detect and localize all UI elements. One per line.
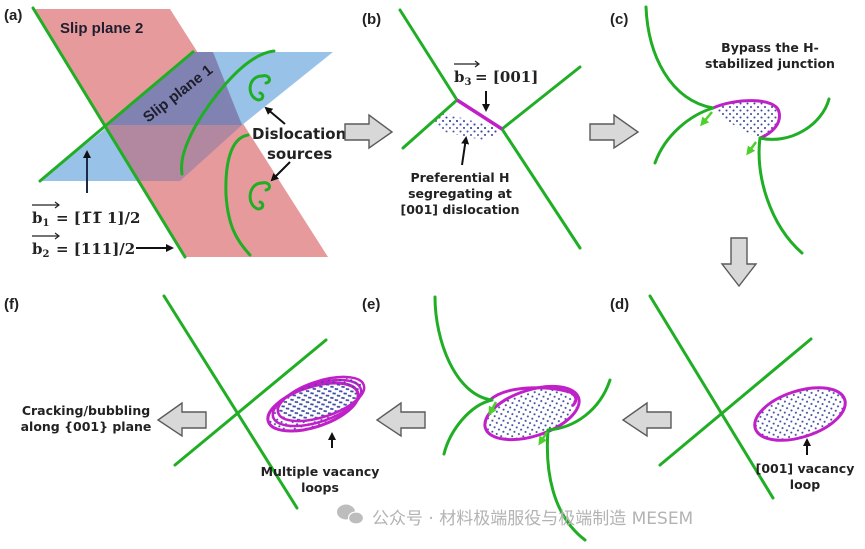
burgers-vector-b2: b2 = [111]/2 bbox=[32, 232, 135, 260]
bypass-label-1: Bypass the H- bbox=[721, 40, 819, 55]
panel-label-d: (d) bbox=[610, 296, 629, 313]
dislocation-upper-right bbox=[546, 378, 612, 432]
slip-plane-2-label: Slip plane 2 bbox=[60, 20, 143, 37]
dislocation-arc bbox=[224, 133, 252, 257]
flow-arrow-down-c-d bbox=[720, 237, 758, 288]
dislocation-line-1 bbox=[162, 294, 299, 510]
h-segregation-label-3: [001] dislocation bbox=[400, 202, 519, 217]
hydrogen-cloud-fill bbox=[432, 112, 502, 140]
cracking-label-1: Cracking/bubbling bbox=[22, 403, 150, 418]
dislocation-lower-right bbox=[757, 136, 804, 255]
panel-label-b: (b) bbox=[362, 11, 381, 28]
flow-arrow-left-e-f bbox=[375, 401, 426, 438]
vector-arrowhead-b2 bbox=[54, 232, 60, 240]
watermark-text: 公众号 · 材料极端服役与极端制造 MESEM bbox=[372, 509, 693, 529]
junction-001-dislocation bbox=[456, 98, 503, 131]
panel-c: (c) Bypass the H- stabilized junction bbox=[610, 5, 835, 255]
motion-arrow-left bbox=[488, 401, 498, 416]
flow-arrow-left-d-e bbox=[621, 401, 672, 438]
wechat-bubble-small bbox=[347, 511, 365, 525]
b2-symbol: b2 bbox=[32, 240, 50, 260]
dislocation-upper-left bbox=[644, 5, 715, 110]
b1-symbol: b1 bbox=[32, 209, 49, 229]
junction-bow bbox=[712, 99, 781, 140]
b2-value: = [111]/2 bbox=[56, 240, 135, 258]
dislocation-upper-left bbox=[433, 295, 494, 402]
bypass-label-2: stabilized junction bbox=[705, 56, 835, 71]
vacancy-loop-3 bbox=[276, 375, 366, 423]
motion-arrow-left bbox=[700, 111, 713, 127]
dislocation-line-2 bbox=[173, 338, 328, 467]
dislocation-sources-label-2: sources bbox=[267, 145, 332, 163]
motion-arrow-right bbox=[538, 431, 549, 446]
h-segregation-label-1: Preferential H bbox=[410, 170, 509, 185]
watermark: 公众号 · 材料极端服役与极端制造 MESEM bbox=[337, 504, 693, 529]
dislocation-upper-right bbox=[758, 97, 831, 141]
dislocation-line-1 bbox=[648, 294, 775, 500]
pointer-arrow-h-segregation bbox=[461, 136, 470, 166]
panel-label-f: (f) bbox=[4, 296, 19, 313]
vacancy-loop-label-2: loop bbox=[790, 477, 820, 492]
panel-b: (b) b3 = [001] Preferential H segregatin… bbox=[362, 8, 582, 250]
spiral-curl-upper bbox=[260, 74, 271, 85]
vector-arrowhead-b1 bbox=[54, 201, 60, 209]
panel-e: (e) bbox=[362, 295, 612, 542]
dislocation-lower-right bbox=[545, 428, 587, 542]
dislocation-source-spiral-upper bbox=[248, 74, 265, 102]
panel-label-a: (a) bbox=[4, 7, 22, 24]
vacancy-loop bbox=[753, 386, 847, 442]
panel-label-e: (e) bbox=[362, 296, 380, 313]
dislocation-sources-label-1: Dislocation bbox=[252, 125, 346, 143]
dislocation-line-upper-left bbox=[398, 8, 459, 102]
dislocation-line-upper-right bbox=[500, 65, 582, 131]
spiral-curl-lower bbox=[260, 181, 271, 192]
b3-value: = [001] bbox=[475, 68, 538, 86]
dislocation-curve bbox=[180, 49, 276, 176]
dislocation-line-lower-right bbox=[500, 127, 582, 250]
dislocation-line-2 bbox=[658, 337, 813, 467]
burgers-vector-b1: b1 = [1̅1̅ 1]/2 bbox=[32, 201, 140, 229]
multiple-loops-label-1: Multiple vacancy bbox=[261, 464, 380, 479]
vacancy-loop bbox=[483, 384, 581, 442]
expanding-loop-edge bbox=[488, 386, 578, 408]
dislocation-line-b2 bbox=[31, 6, 187, 259]
dislocation-source-spiral-lower bbox=[248, 181, 265, 211]
cracking-label-2: along {001} plane bbox=[21, 419, 152, 434]
plane-overlap-lower bbox=[106, 125, 242, 181]
vector-arrowhead-b3 bbox=[474, 60, 480, 68]
vacancy-loop-label-1: [001] vacancy bbox=[756, 461, 855, 476]
hydrogen-junction-region bbox=[713, 101, 779, 138]
flow-arrow-right-b-c bbox=[589, 113, 640, 150]
multiple-loops-label-2: loops bbox=[301, 480, 339, 495]
pointer-arrow-source-upper bbox=[264, 106, 286, 125]
pointer-arrow-source-lower bbox=[270, 161, 291, 182]
h-segregation-label-2: segregating at bbox=[408, 186, 512, 201]
b3-symbol: b3 bbox=[454, 68, 472, 88]
flow-arrow-right-a-b bbox=[344, 113, 394, 150]
panel-a: (a) Slip plane 2 Slip plane 1 Dislocatio… bbox=[4, 6, 346, 260]
dislocation-lower-left bbox=[442, 398, 494, 456]
panel-d: (d) [001] vacancy loop bbox=[610, 294, 855, 500]
dislocation-lower-left bbox=[653, 106, 715, 165]
panel-label-c: (c) bbox=[610, 11, 628, 28]
panel-f: (f) Multiple vacancy loops Cracking/bubb… bbox=[4, 294, 380, 510]
motion-arrow-right bbox=[746, 141, 758, 156]
wechat-icon bbox=[337, 504, 365, 525]
burgers-vector-b3: b3 = [001] bbox=[454, 60, 538, 88]
dislocation-line-b1 bbox=[38, 50, 195, 183]
flow-arrow-left-cracking bbox=[156, 401, 207, 438]
dislocation-line-lower-left bbox=[401, 98, 459, 150]
b1-value: = [1̅1̅ 1]/2 bbox=[56, 209, 140, 227]
